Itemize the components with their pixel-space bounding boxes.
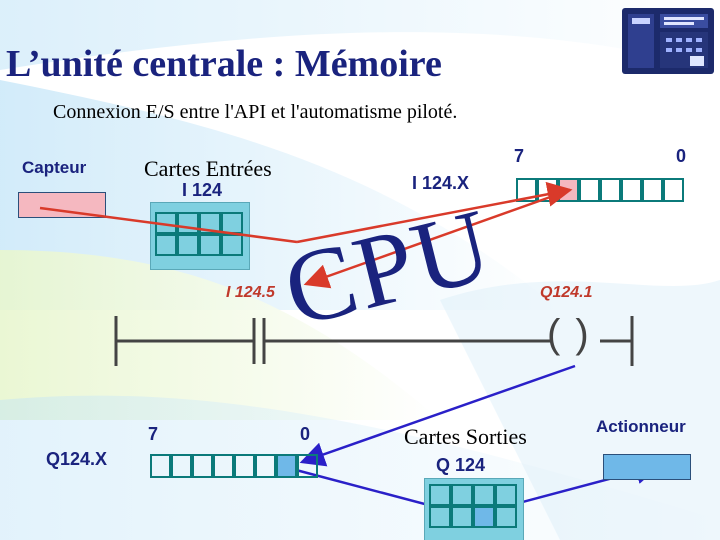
input-card-cell xyxy=(177,212,199,234)
capteur-label: Capteur xyxy=(22,158,87,177)
input-bit-cell xyxy=(600,178,621,202)
coil-symbol: ( ) xyxy=(547,312,591,356)
input-card-cell xyxy=(199,234,221,256)
output-card-cell xyxy=(429,484,451,506)
input-to-contact-arrow xyxy=(303,188,571,289)
output-card-grid xyxy=(429,484,517,528)
input-register-label: I 124.X xyxy=(412,173,470,193)
output-register-high-bit: 7 xyxy=(148,424,159,444)
input-register-low-bit: 0 xyxy=(676,146,687,166)
output-card-cell xyxy=(451,506,473,528)
input-bit-cell xyxy=(663,178,684,202)
output-bit-cell xyxy=(192,454,213,478)
input-bit-cell xyxy=(621,178,642,202)
input-bit-cell xyxy=(642,178,663,202)
input-bit-cell xyxy=(579,178,600,202)
output-register-label: Q124.X xyxy=(46,449,108,469)
cartes-entrees-label: Cartes Entrées xyxy=(144,156,272,181)
input-register-grid xyxy=(516,178,684,202)
actionneur-label: Actionneur xyxy=(596,417,686,436)
output-bit-cell xyxy=(234,454,255,478)
cartes-sorties-label: Cartes Sorties xyxy=(404,424,527,449)
plc-device-image xyxy=(622,8,714,74)
output-register-low-bit: 0 xyxy=(300,424,311,444)
input-arrow xyxy=(296,181,573,244)
contact-label: I 124.5 xyxy=(226,284,275,301)
output-bit-cell xyxy=(171,454,192,478)
input-register-high-bit: 7 xyxy=(514,146,525,166)
output-bit-cell xyxy=(297,454,318,478)
output-card-cell xyxy=(495,506,517,528)
actionneur-box xyxy=(603,454,691,480)
input-bit-cell xyxy=(516,178,537,202)
output-bit-cell xyxy=(255,454,276,478)
cartes-sorties-address: Q 124 xyxy=(436,455,486,475)
output-card-cell xyxy=(495,484,517,506)
output-bit-cell-active xyxy=(276,454,297,478)
input-card-cell xyxy=(177,234,199,256)
input-card-cell xyxy=(155,234,177,256)
coil-label: Q124.1 xyxy=(540,284,593,301)
output-card-cell-active xyxy=(473,506,495,528)
cartes-entrees-address: I 124 xyxy=(182,180,223,200)
output-card-cell xyxy=(473,484,495,506)
input-card-cell xyxy=(199,212,221,234)
output-bit-cell xyxy=(150,454,171,478)
output-register-grid xyxy=(150,454,318,478)
input-card-grid xyxy=(155,212,243,256)
output-card-cell xyxy=(429,506,451,528)
slide-subtitle: Connexion E/S entre l'API et l'automatis… xyxy=(53,101,458,123)
coil-to-output-arrow xyxy=(299,364,576,467)
output-bit-cell xyxy=(213,454,234,478)
output-card-cell xyxy=(451,484,473,506)
input-card-cell xyxy=(221,234,243,256)
slide-title: L’unité centrale : Mémoire xyxy=(6,43,442,85)
